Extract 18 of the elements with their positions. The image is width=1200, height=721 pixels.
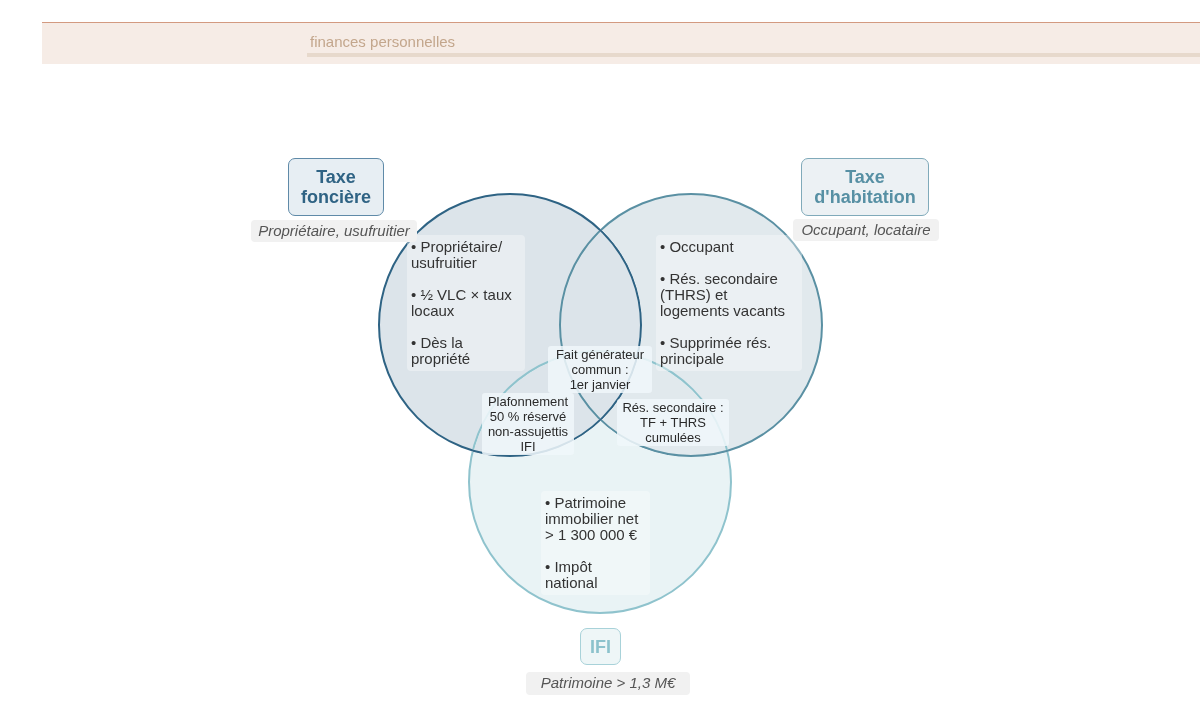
bullet-item: • Patrimoine immobilier net > 1 300 000 € (545, 495, 640, 543)
set-caption: Propriétaire, usufruitier (251, 220, 417, 242)
bullet-item: • ½ VLC × taux locaux (411, 287, 513, 319)
set-caption: Patrimoine > 1,3 M€ (526, 672, 690, 695)
bullet-item: • Rés. secondaire (THRS) et logements vacants (660, 271, 787, 319)
bullet-item: • Supprimée rés. principale (660, 335, 773, 367)
bullet-item: • Propriétaire/ usufruitier (411, 239, 504, 271)
set-title: Taxe foncière (288, 158, 384, 216)
overlap-label: Fait générateur commun : 1er janvier (548, 346, 652, 393)
overlap-label: Rés. secondaire : TF + THRS cumulées (617, 399, 729, 446)
header-tagline: finances personnelles (310, 32, 457, 52)
set-title: IFI (580, 628, 621, 665)
overlap-label: Plafonnement 50 % réservé non-assujettis IFI (482, 393, 574, 455)
bullet-item: • Occupant (660, 239, 735, 255)
set-title: Taxe d'habitation (801, 158, 929, 216)
bullet-item: • Dès la propriété (411, 335, 472, 367)
bullet-item: • Impôt national (545, 559, 599, 591)
set-caption: Occupant, locataire (793, 219, 939, 241)
